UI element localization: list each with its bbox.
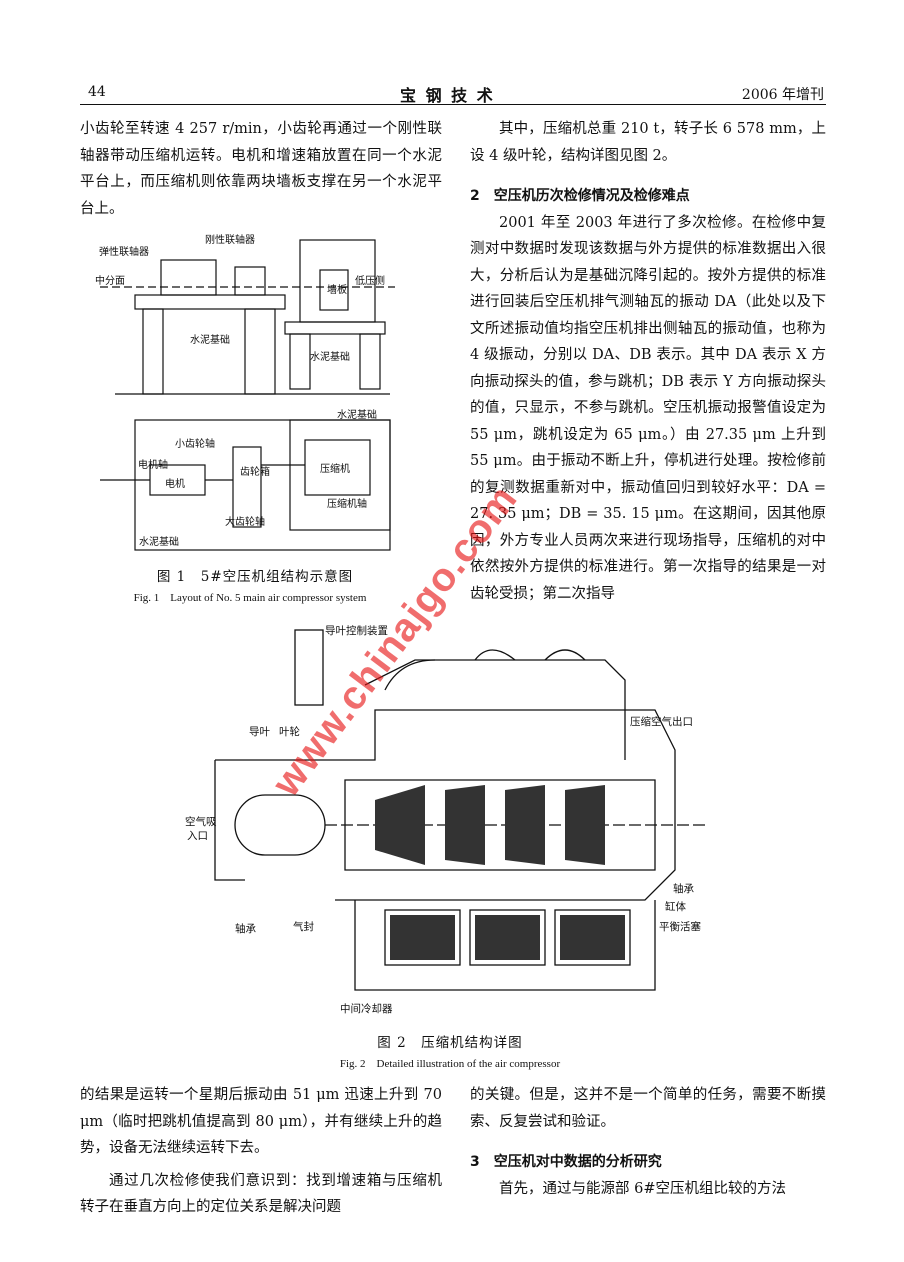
label-rigid-coupling: 刚性联轴器: [205, 233, 255, 246]
label-mid-plane: 中分面: [95, 274, 125, 287]
label-gearbox: 齿轮箱: [240, 465, 270, 478]
label-concrete-base-top: 水泥基础: [337, 408, 377, 421]
label-balance-piston: 平衡活塞: [659, 920, 701, 933]
section-2-title: 2 空压机历次检修情况及检修难点: [470, 188, 690, 204]
label-concrete-base-bottom: 水泥基础: [139, 535, 179, 548]
label-motor-shaft: 电机轴: [138, 458, 168, 471]
label-outlet: 压缩空气出口: [630, 715, 693, 728]
issue-label: 2006 年增刊: [741, 87, 824, 103]
left-bottom-text: 的结果是运转一个星期后振动由 51 μm 迅速上升到 70 μm（临时把跳机值提…: [80, 1082, 442, 1221]
label-pinion-shaft: 小齿轮轴: [175, 437, 215, 450]
figure-1-diagram: 弹性联轴器 刚性联轴器 中分面 低压侧 墙板 水泥基础 水泥基础 水泥基础 小齿…: [95, 233, 395, 551]
paragraph: 的结果是运转一个星期后振动由 51 μm 迅速上升到 70 μm（临时把跳机值提…: [80, 1087, 442, 1156]
label-air-inlet-1: 空气吸: [185, 815, 217, 828]
figure-2-diagram: 导叶控制装置 导叶 叶轮 压缩空气出口 空气吸 入口 轴承 气封 轴承 缸体 平…: [185, 624, 705, 1015]
label-impeller: 叶轮: [279, 725, 300, 738]
label-low-pressure-side: 低压侧: [355, 274, 385, 287]
label-guide-vane: 导叶: [249, 726, 270, 738]
figure-2-caption-zh: 图 2 压缩机结构详图: [377, 1035, 523, 1051]
label-bearing-right: 轴承: [673, 882, 694, 895]
paragraph: 小齿轮至转速 4 257 r/min，小齿轮再通过一个刚性联轴器带动压缩机运转。…: [80, 121, 442, 217]
label-bearing-left: 轴承: [235, 922, 256, 935]
label-compressor: 压缩机: [320, 462, 350, 475]
section-3-title: 3 空压机对中数据的分析研究: [470, 1154, 662, 1170]
paragraph: 的关键。但是，这并不是一个简单的任务，需要不断摸索、反复尝试和验证。: [470, 1087, 826, 1130]
label-seal: 气封: [293, 920, 314, 933]
paragraph: 其中，压缩机总重 210 t，转子长 6 578 mm，上设 4 级叶轮，结构详…: [470, 121, 826, 164]
label-big-gear-shaft: 大齿轮轴: [225, 515, 265, 528]
figure-1-caption-en: Fig. 1 Layout of No. 5 main air compress…: [133, 592, 367, 604]
label-wall-plate: 墙板: [327, 283, 347, 296]
figure-2-caption-en: Fig. 2 Detailed illustration of the air …: [339, 1058, 561, 1070]
paragraph: 首先，通过与能源部 6#空压机组比较的方法: [499, 1180, 786, 1197]
label-guide-vane-control: 导叶控制装置: [325, 624, 388, 637]
label-casing: 缸体: [665, 900, 686, 913]
label-motor: 电机: [165, 477, 185, 490]
right-top-text: 其中，压缩机总重 210 t，转子长 6 578 mm，上设 4 级叶轮，结构详…: [470, 116, 826, 607]
right-bottom-text: 的关键。但是，这并不是一个简单的任务，需要不断摸索、反复尝试和验证。 3 空压机…: [470, 1082, 826, 1202]
journal-title: 宝 钢 技 术: [400, 86, 495, 105]
paragraph: 2001 年至 2003 年进行了多次检修。在检修中复测对中数据时发现该数据与外…: [470, 214, 826, 602]
label-concrete-base-1: 水泥基础: [190, 333, 230, 346]
left-top-text: 小齿轮至转速 4 257 r/min，小齿轮再通过一个刚性联轴器带动压缩机运转。…: [80, 116, 442, 222]
figure-1-caption-zh: 图 1 5#空压机组结构示意图: [156, 569, 354, 585]
label-air-inlet-2: 入口: [187, 830, 208, 842]
label-elastic-coupling: 弹性联轴器: [99, 245, 149, 258]
label-compressor-shaft: 压缩机轴: [327, 497, 367, 510]
page-number: 44: [88, 84, 106, 100]
label-concrete-base-2: 水泥基础: [310, 350, 350, 363]
label-intercooler: 中间冷却器: [340, 1002, 393, 1015]
header-rule: [80, 104, 826, 105]
paragraph: 通过几次检修使我们意识到：找到增速箱与压缩机转子在垂直方向上的定位关系是解决问题: [80, 1172, 442, 1216]
